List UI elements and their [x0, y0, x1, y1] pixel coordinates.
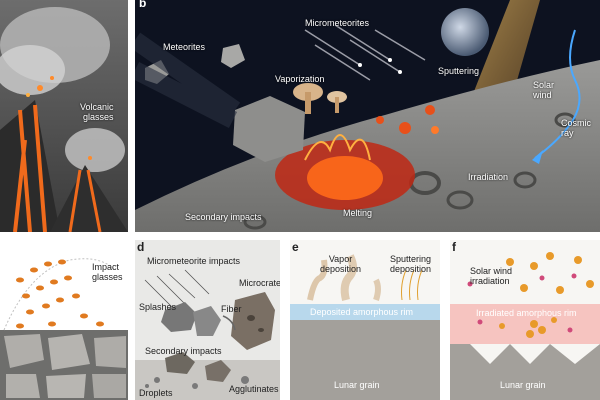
panel-d-micrometeorite: d Micrometeorite impacts Microcraters Sp…	[135, 240, 280, 400]
solar-wind-ions	[506, 252, 594, 294]
lunar-grain	[450, 344, 600, 400]
micrometeorite-impacts-label: Micrometeorite impacts	[147, 256, 241, 266]
solar-wind-label: Solar wind	[533, 80, 555, 100]
earth-icon	[441, 8, 489, 56]
meteorite-large	[233, 96, 305, 162]
agglutinates-label: Agglutinates	[229, 384, 279, 394]
grain-label: Lunar grain	[500, 380, 546, 390]
panel-b-overview: b Meteorites Micrometeorites Vaporizatio…	[135, 0, 600, 232]
agglutinate-1	[165, 352, 195, 374]
impact-glasses-illustration	[0, 240, 128, 400]
impact-glasses-label: Impact glasses	[92, 262, 123, 282]
volcanic-glasses-label: Volcanic glasses	[80, 102, 114, 122]
irradiated-rim	[450, 304, 600, 344]
microcraters-label: Microcraters	[239, 278, 280, 288]
sputtering-deposition-label: Sputtering deposition	[390, 254, 432, 274]
meteorite-small-2	[221, 44, 245, 68]
volcano-illustration	[0, 0, 128, 232]
cosmic-ray-label: Cosmic ray	[561, 118, 592, 138]
moon-surface-illustration	[135, 0, 600, 232]
meteorites-label: Meteorites	[163, 42, 206, 52]
splashes-label: Splashes	[139, 302, 177, 312]
lunar-grain	[290, 320, 440, 400]
panel-a-volcanic: Volcanic glasses	[0, 0, 128, 232]
secondary-impacts-label: Secondary impacts	[145, 346, 222, 356]
rim-label: Deposited amorphous rim	[310, 307, 414, 317]
micrometeorites-label: Micrometeorites	[305, 18, 370, 28]
impact-glass-droplets	[16, 259, 104, 329]
irradiation-label: Irradiation	[468, 172, 509, 182]
splash-rock-2	[193, 306, 221, 336]
panel-d-letter: d	[137, 240, 145, 254]
fiber-label: Fiber	[221, 304, 242, 314]
vapor-deposition-label: Vapor deposition	[320, 254, 362, 274]
sputtering-label: Sputtering	[438, 66, 480, 76]
cosmic-ray-arrow	[534, 29, 581, 159]
implanted-bubbles	[499, 317, 557, 338]
panel-b-letter: b	[139, 0, 147, 10]
deposition-illustration	[290, 240, 440, 400]
micrometeorite-impacts-illustration	[135, 240, 280, 400]
fiber	[222, 315, 236, 331]
melting-label: Melting	[343, 208, 373, 218]
secondary-impacts-label: Secondary impacts	[185, 212, 262, 222]
rim-label: Irradiated amorphous rim	[476, 308, 577, 318]
panel-e-letter: e	[292, 240, 299, 254]
microcrater-rock	[231, 292, 275, 350]
droplets-label: Droplets	[139, 388, 173, 398]
panel-f-letter: f	[452, 240, 456, 254]
micrometeorite-streaks	[304, 24, 426, 81]
irradiation-illustration	[450, 240, 600, 400]
vaporization-label: Vaporization	[275, 74, 325, 84]
grain-label: Lunar grain	[334, 380, 380, 390]
solar-wind-irradiation-label: Solar wind irradiation	[470, 266, 513, 286]
deposited-rim	[290, 304, 440, 320]
panel-e-deposition: e Vapor deposition Sputtering deposition…	[290, 240, 440, 400]
splash-rock-1	[161, 302, 197, 332]
panel-c-impact-glasses: Impact glasses	[0, 240, 128, 400]
panel-f-irradiation: f Solar wind irradiation Irradiated amor…	[450, 240, 600, 400]
